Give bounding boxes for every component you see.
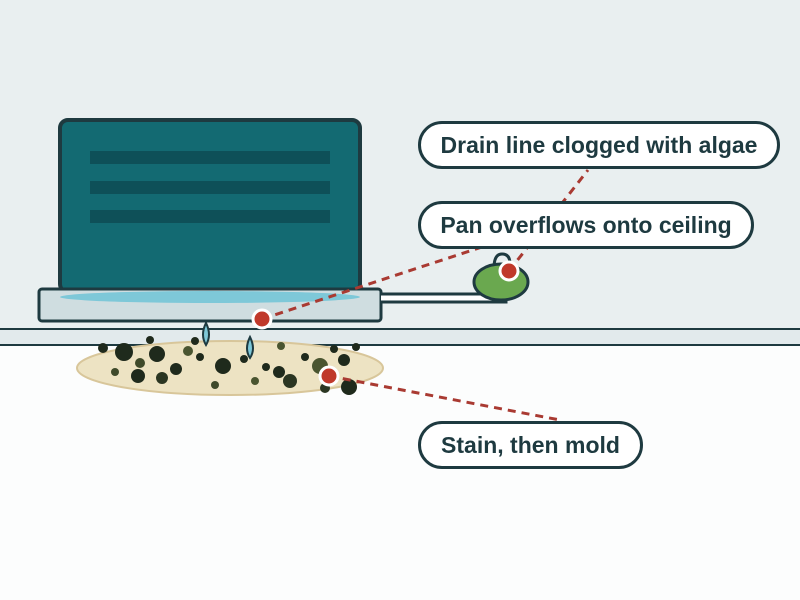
- leader-line-stain: [328, 374, 561, 422]
- water-drip-icon: [246, 334, 254, 360]
- mold-spot-icon: [262, 363, 270, 371]
- mold-spot-icon: [170, 363, 182, 375]
- marker-dot-pan: [251, 308, 273, 330]
- mold-spot-icon: [135, 358, 145, 368]
- mold-spot-icon: [146, 336, 154, 344]
- mold-spot-icon: [191, 337, 199, 345]
- mold-spot-icon: [277, 342, 285, 350]
- mold-spot-icon: [330, 345, 338, 353]
- callout-stain-mold: Stain, then mold: [418, 421, 643, 469]
- mold-spot-icon: [156, 372, 168, 384]
- mold-spot-icon: [251, 377, 259, 385]
- callout-pan-overflow: Pan overflows onto ceiling: [418, 201, 754, 249]
- overflow-water: [60, 291, 360, 303]
- water-drip-icon: [202, 320, 210, 347]
- mold-spot-icon: [352, 343, 360, 351]
- mold-spot-icon: [183, 346, 193, 356]
- marker-dot-drain: [498, 260, 520, 282]
- mold-spot-icon: [341, 379, 357, 395]
- drain-pan-icon: [37, 287, 383, 323]
- leader-line-pan: [261, 244, 486, 321]
- mold-spot-icon: [196, 353, 204, 361]
- mold-spot-icon: [149, 346, 165, 362]
- mold-spot-icon: [111, 368, 119, 376]
- mold-spot-icon: [211, 381, 219, 389]
- mold-spot-icon: [283, 374, 297, 388]
- mold-spot-icon: [301, 353, 309, 361]
- mold-spot-icon: [115, 343, 133, 361]
- vent-stripe: [90, 210, 330, 223]
- vent-stripe: [90, 151, 330, 164]
- mold-spot-icon: [131, 369, 145, 383]
- marker-dot-stain: [318, 365, 340, 387]
- mold-spot-icon: [98, 343, 108, 353]
- mold-spot-icon: [338, 354, 350, 366]
- leader-line-drain: [507, 169, 590, 272]
- ceiling-board: [0, 328, 800, 346]
- mold-spot-icon: [240, 355, 248, 363]
- mold-spots-icon: [98, 336, 360, 395]
- vent-stripe: [90, 181, 330, 194]
- mold-spot-icon: [273, 366, 285, 378]
- callout-drain-clog: Drain line clogged with algae: [418, 121, 780, 169]
- air-handler-icon: [58, 118, 362, 294]
- mold-spot-icon: [215, 358, 231, 374]
